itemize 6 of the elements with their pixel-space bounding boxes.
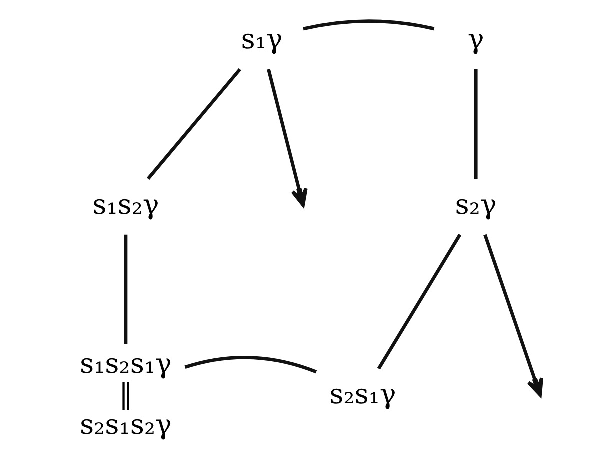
node-text: s₁s₂γ	[92, 188, 160, 221]
node-text: s₁γ	[241, 24, 283, 56]
node-text: s₁s₂s₁γ ‖ s₂s₁s₂γ	[80, 348, 172, 441]
node-text: s₂s₁γ	[330, 378, 396, 410]
node-text: γ	[468, 24, 484, 56]
node-text: s₂γ	[455, 188, 497, 221]
